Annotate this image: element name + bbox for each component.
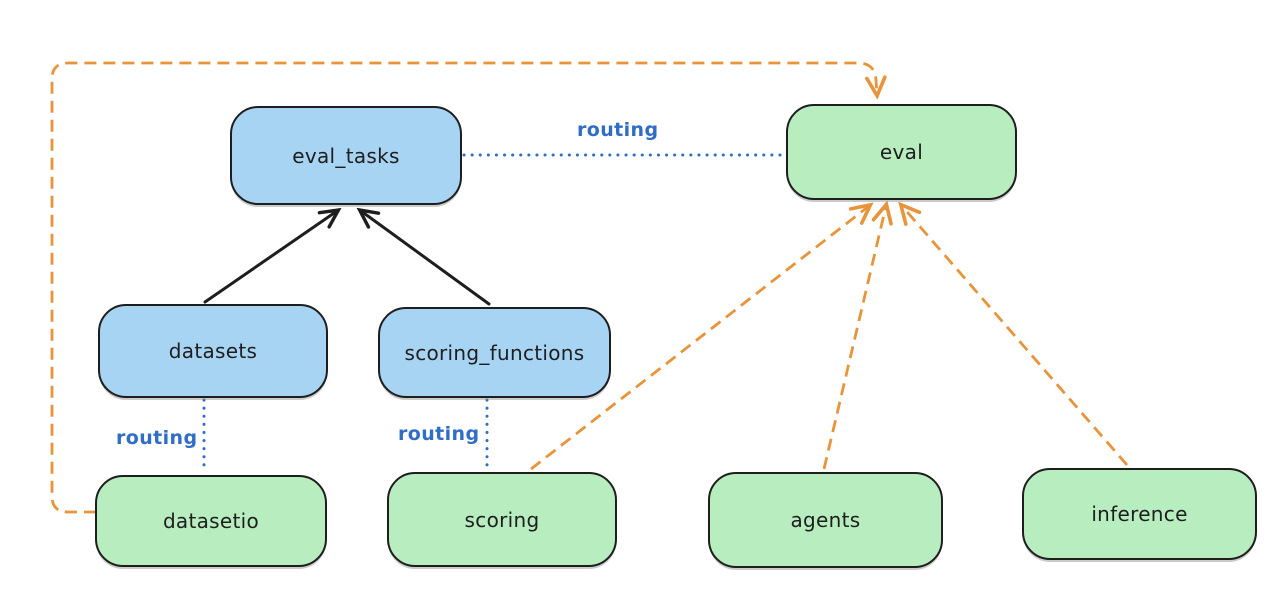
edge-label-routing-top: routing [577, 119, 659, 141]
node-agents-label: agents [790, 508, 861, 532]
edge-inference-eval-arrow [902, 206, 1129, 466]
node-scoring: scoring [387, 472, 617, 567]
node-inference-label: inference [1091, 502, 1188, 526]
node-scoring_functions: scoring_functions [378, 307, 611, 398]
node-datasets: datasets [98, 304, 328, 398]
edge-label-routing-mid: routing [398, 423, 480, 445]
node-eval: eval [786, 104, 1017, 200]
node-eval-label: eval [879, 140, 924, 164]
edge-scoring_functions-eval_tasks-arrow [361, 211, 491, 306]
edge-label-routing-left: routing [116, 427, 198, 449]
edge-scoring-eval-arrow [530, 206, 869, 471]
node-inference: inference [1022, 468, 1257, 560]
node-datasetio-label: datasetio [162, 509, 260, 533]
node-eval_tasks-label: eval_tasks [292, 143, 400, 168]
node-scoring_functions-label: scoring_functions [404, 340, 585, 365]
node-datasets-label: datasets [168, 339, 258, 363]
node-scoring-label: scoring [464, 507, 540, 532]
edge-agents-eval-arrow [822, 206, 886, 470]
edge-datasetio-eval-arrow [50, 61, 877, 514]
edge-datasets-eval_tasks-arrow [203, 211, 337, 304]
node-agents: agents [708, 472, 943, 568]
node-eval_tasks: eval_tasks [230, 106, 462, 205]
node-datasetio: datasetio [95, 475, 327, 567]
